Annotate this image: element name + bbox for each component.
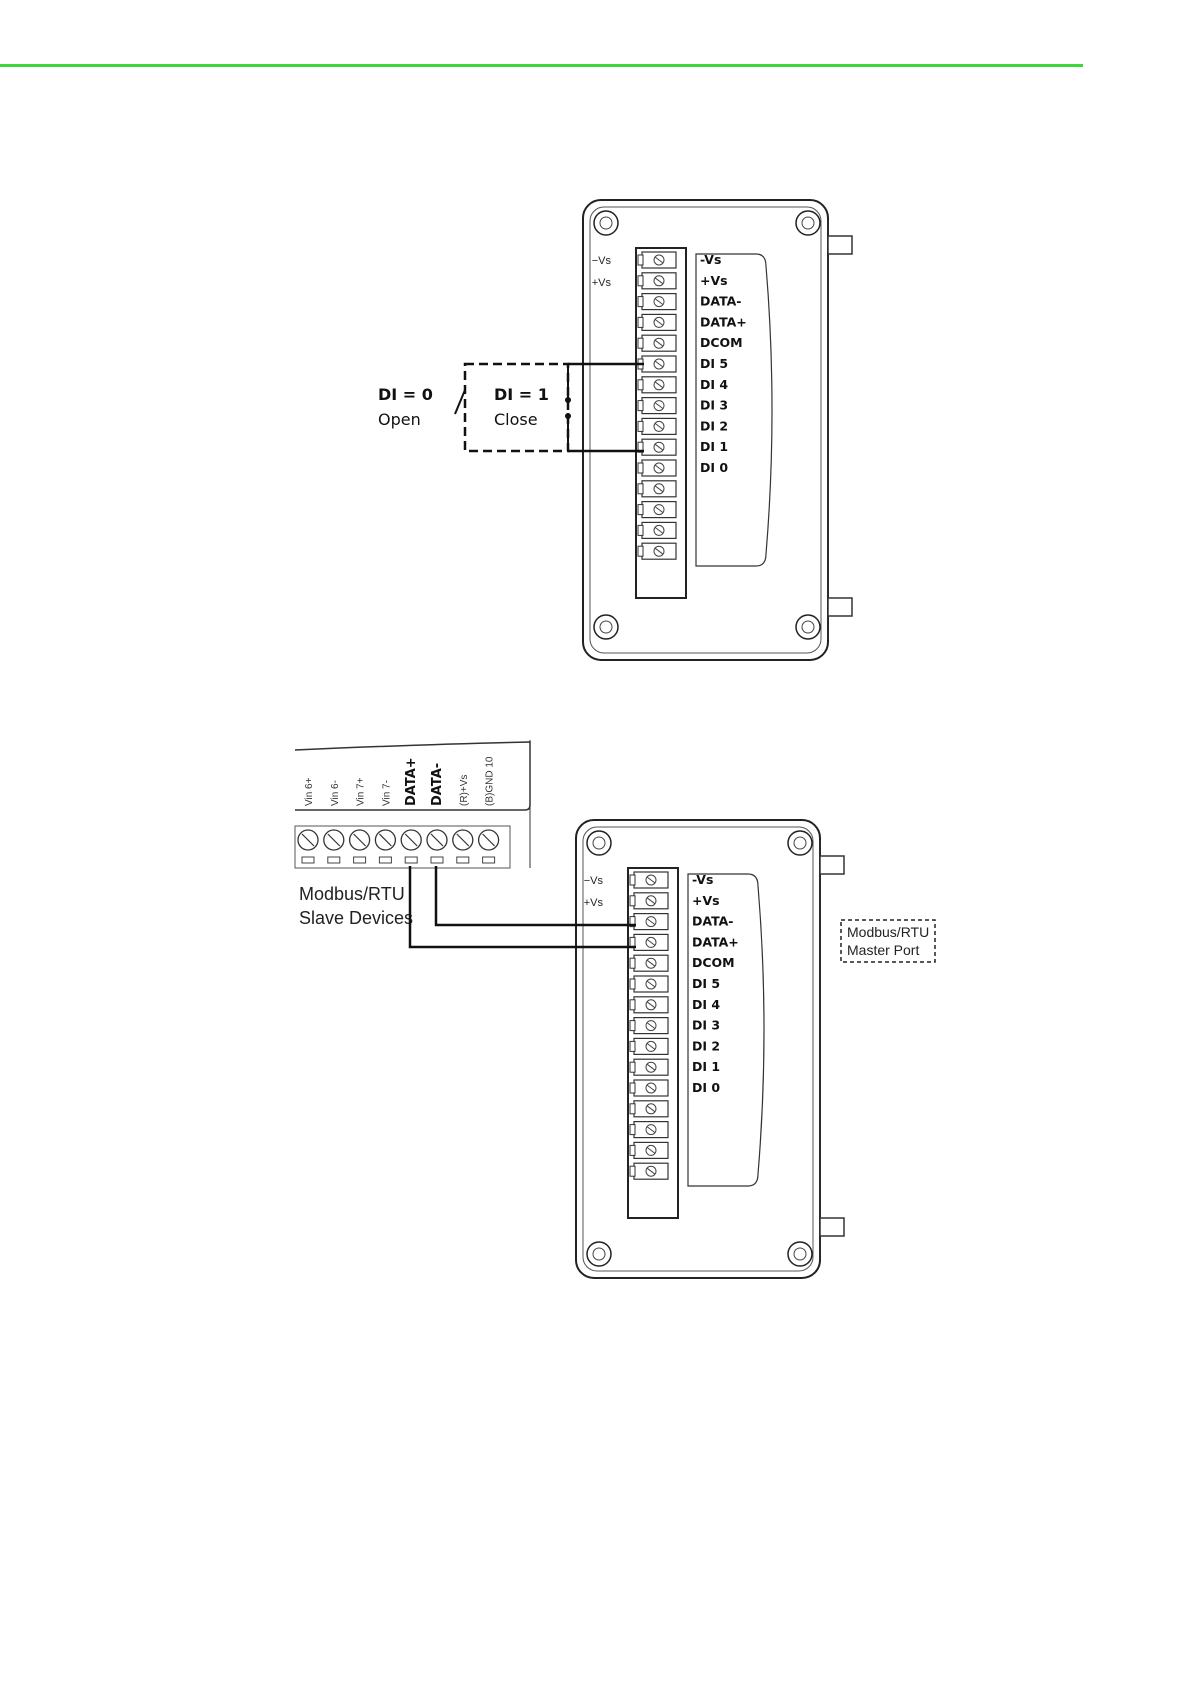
terminal-pin (630, 1163, 668, 1179)
slave-pin-label: Vin 7+ (356, 777, 367, 806)
terminal-pin (630, 1059, 668, 1075)
screw-icon (587, 1242, 611, 1266)
terminal-pin (638, 398, 676, 414)
screw-icon (796, 211, 820, 235)
slave-pin-label: Vin 6- (330, 780, 341, 806)
terminal-label: DI 1 (700, 439, 728, 454)
terminal-label: -Vs (700, 252, 721, 267)
terminal-pins (638, 252, 676, 559)
screw-icon (788, 831, 812, 855)
terminal-pin (638, 273, 676, 289)
terminal-label: -Vs (692, 872, 713, 887)
screw-icon (594, 615, 618, 639)
side-label-plus-vs: +Vs (584, 897, 604, 909)
terminal-pin (630, 976, 668, 992)
slave-pin-label: (B)GND 10 (485, 756, 496, 806)
terminal-pin (630, 1038, 668, 1054)
screw-icon (594, 211, 618, 235)
terminal-pin (630, 997, 668, 1013)
terminal-label: DI 4 (692, 997, 720, 1012)
terminal-pin (638, 335, 676, 351)
terminal-label: DI 3 (700, 398, 728, 413)
master-caption-line1: Modbus/RTU (847, 924, 929, 940)
terminal-block (628, 868, 678, 1218)
terminal-label: DI 0 (692, 1080, 720, 1095)
terminal-pin (638, 377, 676, 393)
terminal-label: DATA+ (692, 934, 739, 949)
screw-icon (587, 831, 611, 855)
side-label-minus-vs: −Vs (592, 255, 612, 267)
slave-device: Vin 6+ Vin 6- Vin 7+ Vin 7- DATA+ DATA- (R)+Vs… (295, 740, 530, 868)
terminal-pin (638, 418, 676, 434)
screw-icon (796, 615, 820, 639)
screw-icon (788, 1242, 812, 1266)
terminal-pin (638, 252, 676, 268)
terminal-label: DI 2 (700, 418, 728, 433)
terminal-block (636, 248, 686, 598)
terminal-label: DATA+ (700, 314, 747, 329)
terminal-pin (630, 1122, 668, 1138)
terminal-pin (630, 893, 668, 909)
terminal-label: DI 4 (700, 377, 728, 392)
slave-pin-label: Vin 6+ (304, 777, 315, 806)
di-open-state: DI = 0 (378, 385, 433, 404)
terminal-pin (638, 460, 676, 476)
di-close-state: DI = 1 (494, 385, 549, 404)
modbus-wiring-figure: Vin 6+ Vin 6- Vin 7+ Vin 7- DATA+ DATA- (R)+Vs… (0, 740, 1190, 1290)
header-rule (0, 64, 1083, 67)
terminal-label: DATA- (692, 914, 734, 929)
slave-pin-label: Vin 7- (381, 780, 392, 806)
side-label-minus-vs: −Vs (584, 875, 604, 887)
slave-pin-label: DATA- (430, 763, 445, 806)
terminal-label: +Vs (700, 273, 728, 288)
terminal-pin (630, 1018, 668, 1034)
di-close-word: Close (494, 410, 538, 429)
terminal-label: DCOM (692, 955, 735, 970)
terminal-pin (630, 1142, 668, 1158)
di-open-word: Open (378, 410, 421, 429)
terminal-pin (630, 1101, 668, 1117)
master-caption-line2: Master Port (847, 942, 919, 958)
side-label-plus-vs: +Vs (592, 277, 612, 289)
slave-caption-line1: Modbus/RTU (299, 884, 405, 904)
terminal-pins (630, 872, 668, 1179)
terminal-label: DI 0 (700, 460, 728, 475)
terminal-label: DI 3 (692, 1018, 720, 1033)
terminal-pin (638, 439, 676, 455)
slave-pin-label: (R)+Vs (459, 775, 470, 806)
terminal-pin (630, 1080, 668, 1096)
terminal-label: DI 5 (700, 356, 728, 371)
slave-pin-label: DATA+ (404, 757, 419, 806)
terminal-pin (630, 955, 668, 971)
terminal-label: +Vs (692, 893, 720, 908)
terminal-pin (638, 502, 676, 518)
terminal-label: DI 2 (692, 1038, 720, 1053)
terminal-label: DI 1 (692, 1059, 720, 1074)
slave-caption-line2: Slave Devices (299, 908, 413, 928)
terminal-pin (638, 522, 676, 538)
terminal-label: DI 5 (692, 976, 720, 991)
terminal-label: DCOM (700, 335, 743, 350)
terminal-pin (630, 914, 668, 930)
terminal-pin (638, 543, 676, 559)
terminal-pin (638, 294, 676, 310)
terminal-pin (630, 872, 668, 888)
terminal-label: DATA- (700, 294, 742, 309)
terminal-pin (638, 481, 676, 497)
terminal-pin (638, 314, 676, 330)
